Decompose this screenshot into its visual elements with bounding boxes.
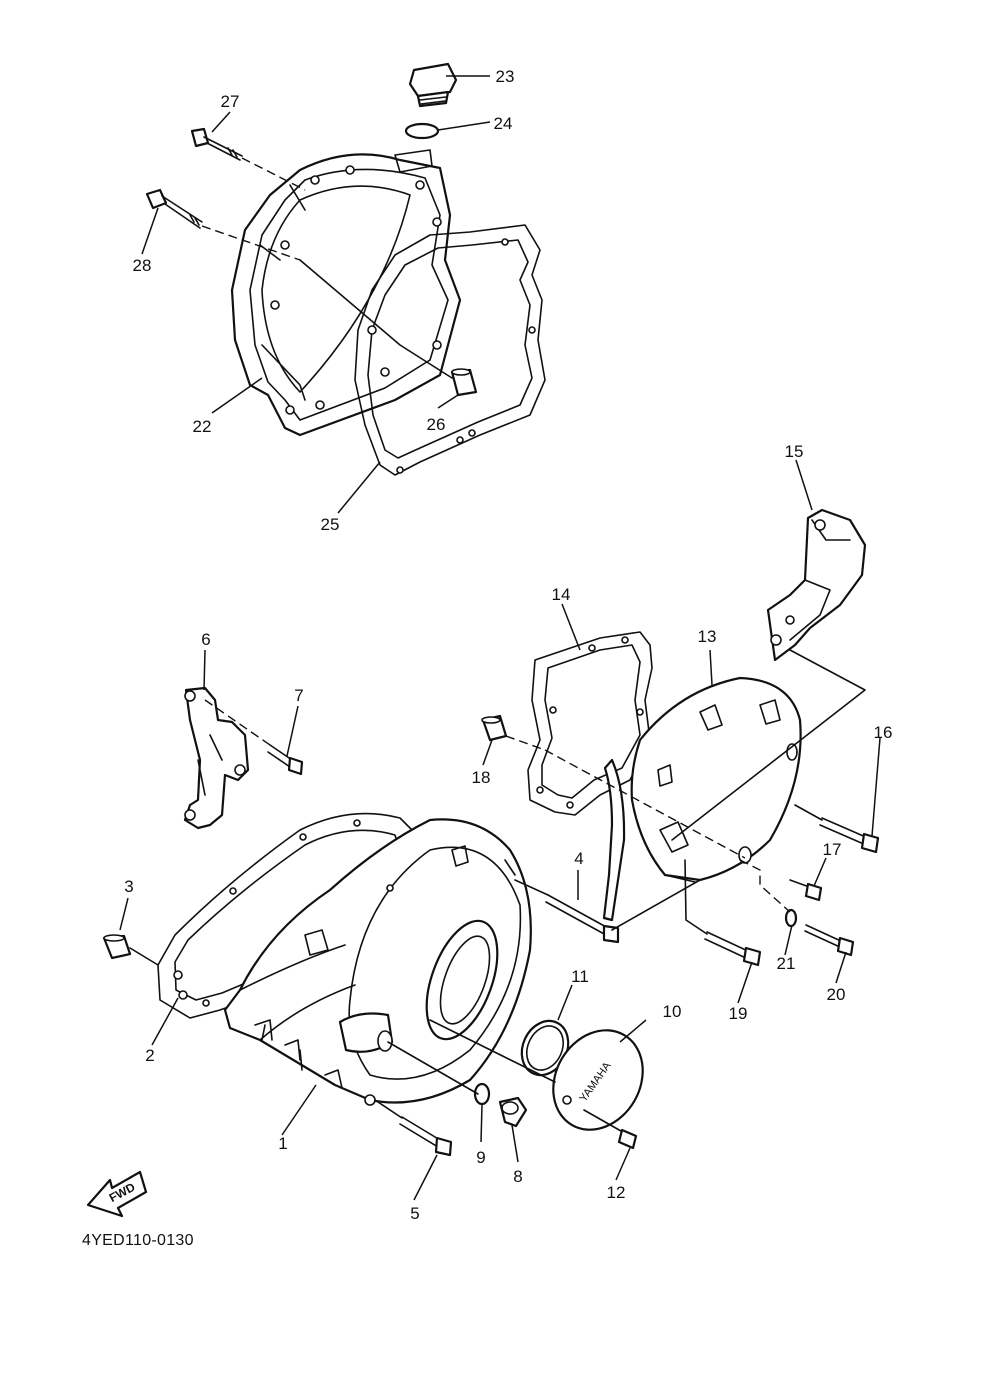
- callout-labels: 1 2 3 4 5 6 7 8 9 10 11 12 13 14 15 16 1…: [124, 67, 892, 1223]
- callout-15: 15: [785, 442, 804, 461]
- cap-o-ring: [404, 122, 440, 140]
- forward-arrow-icon: FWD: [86, 1170, 148, 1218]
- callout-8: 8: [513, 1167, 522, 1186]
- screw-12: [583, 1109, 638, 1150]
- callout-24: 24: [494, 114, 513, 133]
- bolt-27: [190, 127, 243, 161]
- bolt-20: [804, 924, 855, 957]
- callout-11: 11: [571, 967, 589, 986]
- callout-18: 18: [472, 768, 491, 787]
- callout-13: 13: [698, 627, 717, 646]
- callout-27: 27: [221, 92, 240, 111]
- callout-16: 16: [874, 723, 893, 742]
- dowel-pin-3: [102, 934, 132, 960]
- callout-28: 28: [133, 256, 152, 275]
- dowel-pin-26: [450, 368, 478, 397]
- callout-9: 9: [476, 1148, 485, 1167]
- leader-lines: [119, 75, 881, 1201]
- callout-6: 6: [201, 630, 210, 649]
- callout-12: 12: [607, 1183, 626, 1202]
- callout-3: 3: [124, 877, 133, 896]
- crankcase-cover-lower: [223, 818, 532, 1106]
- callout-2: 2: [145, 1046, 154, 1065]
- plug-8: [498, 1096, 528, 1128]
- washer-9: [473, 1082, 491, 1106]
- oil-filler-cap: [408, 62, 458, 108]
- bolt-17: [789, 879, 823, 902]
- bolt-16: [819, 817, 880, 854]
- bolt-4: [545, 894, 620, 944]
- bolt-28: [145, 188, 203, 229]
- callout-14: 14: [552, 585, 571, 604]
- bolt-19: [704, 931, 762, 967]
- dowel-pin-18: [481, 714, 508, 742]
- callout-23: 23: [496, 67, 515, 86]
- callout-25: 25: [321, 515, 340, 534]
- callout-20: 20: [827, 985, 846, 1004]
- diagram-reference-code: 4YED110-0130: [82, 1232, 194, 1249]
- callout-1: 1: [278, 1134, 287, 1153]
- washer-21: [784, 908, 798, 928]
- callout-4: 4: [574, 849, 583, 868]
- bolt-7: [267, 744, 304, 776]
- crankcase-cover-upper: [230, 149, 462, 437]
- side-cover-right: [630, 676, 802, 883]
- callout-21: 21: [777, 954, 796, 973]
- callout-26: 26: [427, 415, 446, 434]
- sprocket-guard: [766, 508, 867, 662]
- callout-5: 5: [410, 1204, 419, 1223]
- callout-10: 10: [663, 1002, 682, 1021]
- emblem-cover: YAMAHA: [552, 1029, 644, 1131]
- callout-19: 19: [729, 1004, 748, 1023]
- gasket-upper: [354, 224, 546, 476]
- bracket: [183, 686, 250, 830]
- callout-17: 17: [823, 840, 842, 859]
- callout-7: 7: [294, 686, 303, 705]
- callout-22: 22: [193, 417, 212, 436]
- bolt-5: [399, 1116, 453, 1157]
